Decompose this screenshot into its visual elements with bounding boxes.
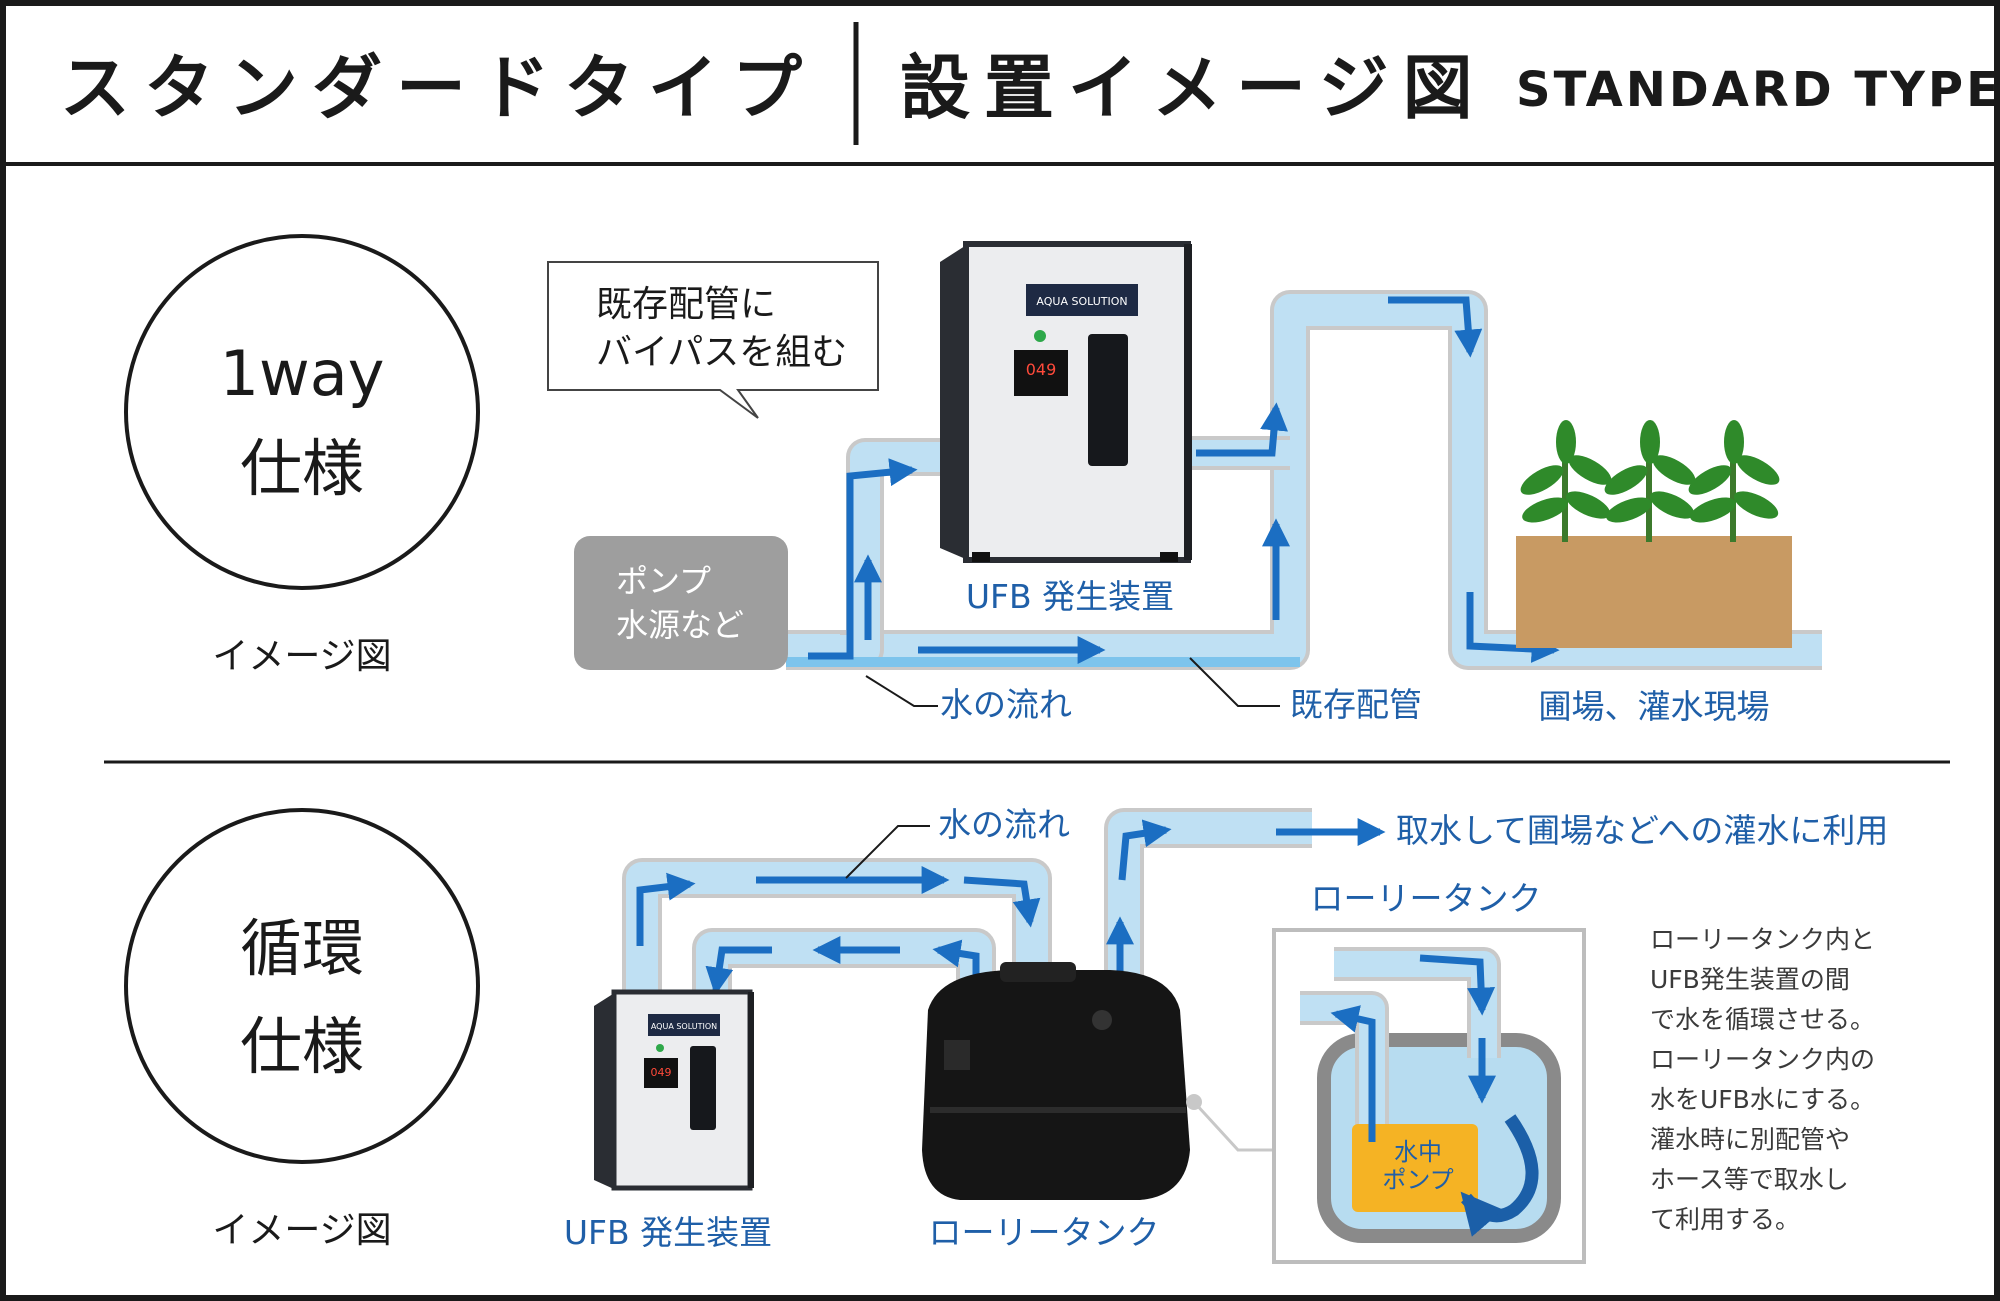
description-line: て利用する。: [1650, 1205, 1800, 1234]
pump-source-line1: ポンプ: [616, 562, 711, 600]
description-line: ローリータンク内と: [1650, 925, 1875, 954]
leader-pipe-1: [1189, 657, 1280, 707]
description-line: UFB発生装置の間: [1650, 965, 1850, 994]
tank-detail-panel: 水中 ポンプ: [1272, 928, 1586, 1264]
pump-source-box: ポンプ 水源など: [574, 536, 788, 670]
spec-circle-1way-line1: 1way: [220, 337, 385, 410]
device-brand-2: AQUA SOLUTION: [651, 1022, 717, 1031]
device-display-2: 049: [651, 1066, 672, 1079]
power-led-icon: [656, 1044, 664, 1052]
callout-bypass: 既存配管に バイパスを組む: [547, 261, 879, 419]
description-line: ローリータンク内の: [1650, 1045, 1875, 1074]
outlet-label: 取水して圃場などへの灌水に利用: [1396, 811, 1888, 850]
section-1way: 1way 仕様 イメージ図 既存配管に バイパスを組む: [124, 234, 1822, 726]
spec-circle-circulation: [124, 808, 480, 1164]
field-label-1: 圃場、灌水現場: [1539, 687, 1770, 726]
flow-label-1: 水の流れ: [940, 685, 1072, 724]
ufb-generator-device-1: AQUA SOLUTION 049: [940, 241, 1192, 563]
header-title-left: スタンダードタイプ: [60, 47, 816, 129]
flow-label-2: 水の流れ: [938, 805, 1070, 844]
image-caption-2: イメージ図: [212, 1210, 391, 1251]
spec-circle-circulation-line2: 仕様: [240, 1010, 364, 1083]
description-line: ホース等で取水し: [1650, 1165, 1849, 1194]
flow-arrows-circulation: [636, 818, 1386, 1000]
tank-label: ローリータンク: [929, 1213, 1160, 1252]
pump-detail-line1: 水中: [1394, 1138, 1442, 1166]
pump-detail-line2: ポンプ: [1382, 1166, 1453, 1194]
header-title-right: 設置イメージ図: [900, 47, 1487, 129]
pipe-label-1: 既存配管: [1290, 685, 1422, 724]
power-led-icon: [1034, 330, 1046, 342]
header: スタンダードタイプ 設置イメージ図 STANDARD TYPE: [6, 22, 2000, 166]
leader-flow-2: [845, 825, 930, 879]
device-brand-1: AQUA SOLUTION: [1036, 295, 1127, 308]
tank-detail-title: ローリータンク: [1311, 879, 1542, 918]
section-circulation: 循環 仕様 イメージ図 水の流れ 取水して圃場などへの灌水に利用: [124, 805, 1888, 1264]
callout-line1: 既存配管に: [596, 284, 776, 325]
flow-arrows-1way: [808, 296, 1560, 664]
leader-flow-1: [865, 675, 938, 707]
ufb-generator-device-2: AQUA SOLUTION 049: [594, 989, 754, 1191]
device-display-1: 049: [1026, 360, 1057, 379]
plant-icon: [1604, 420, 1696, 542]
planter-field: [1516, 420, 1792, 648]
spec-circle-1way-line2: 仕様: [240, 432, 364, 505]
description-line: 灌水時に別配管や: [1650, 1125, 1850, 1154]
description-line: 水をUFB水にする。: [1650, 1085, 1875, 1114]
image-caption-1: イメージ図: [212, 636, 391, 677]
spec-circle-1way: [124, 234, 480, 590]
device-label-1: UFB 発生装置: [966, 577, 1174, 616]
spec-circle-circulation-line1: 循環: [240, 912, 364, 985]
detail-connector-line: [1192, 1100, 1272, 1152]
device-label-2: UFB 発生装置: [564, 1213, 772, 1252]
header-title-en: STANDARD TYPE: [1516, 62, 2000, 118]
pump-source-line2: 水源など: [616, 606, 744, 644]
circulation-description: ローリータンク内と UFB発生装置の間 で水を循環させる。 ローリータンク内の …: [1650, 925, 1875, 1234]
plant-icon: [1688, 420, 1780, 542]
callout-line2: バイパスを組む: [596, 332, 847, 373]
description-line: で水を循環させる。: [1650, 1005, 1875, 1034]
plant-icon: [1520, 420, 1612, 542]
rolly-tank: [922, 962, 1190, 1200]
